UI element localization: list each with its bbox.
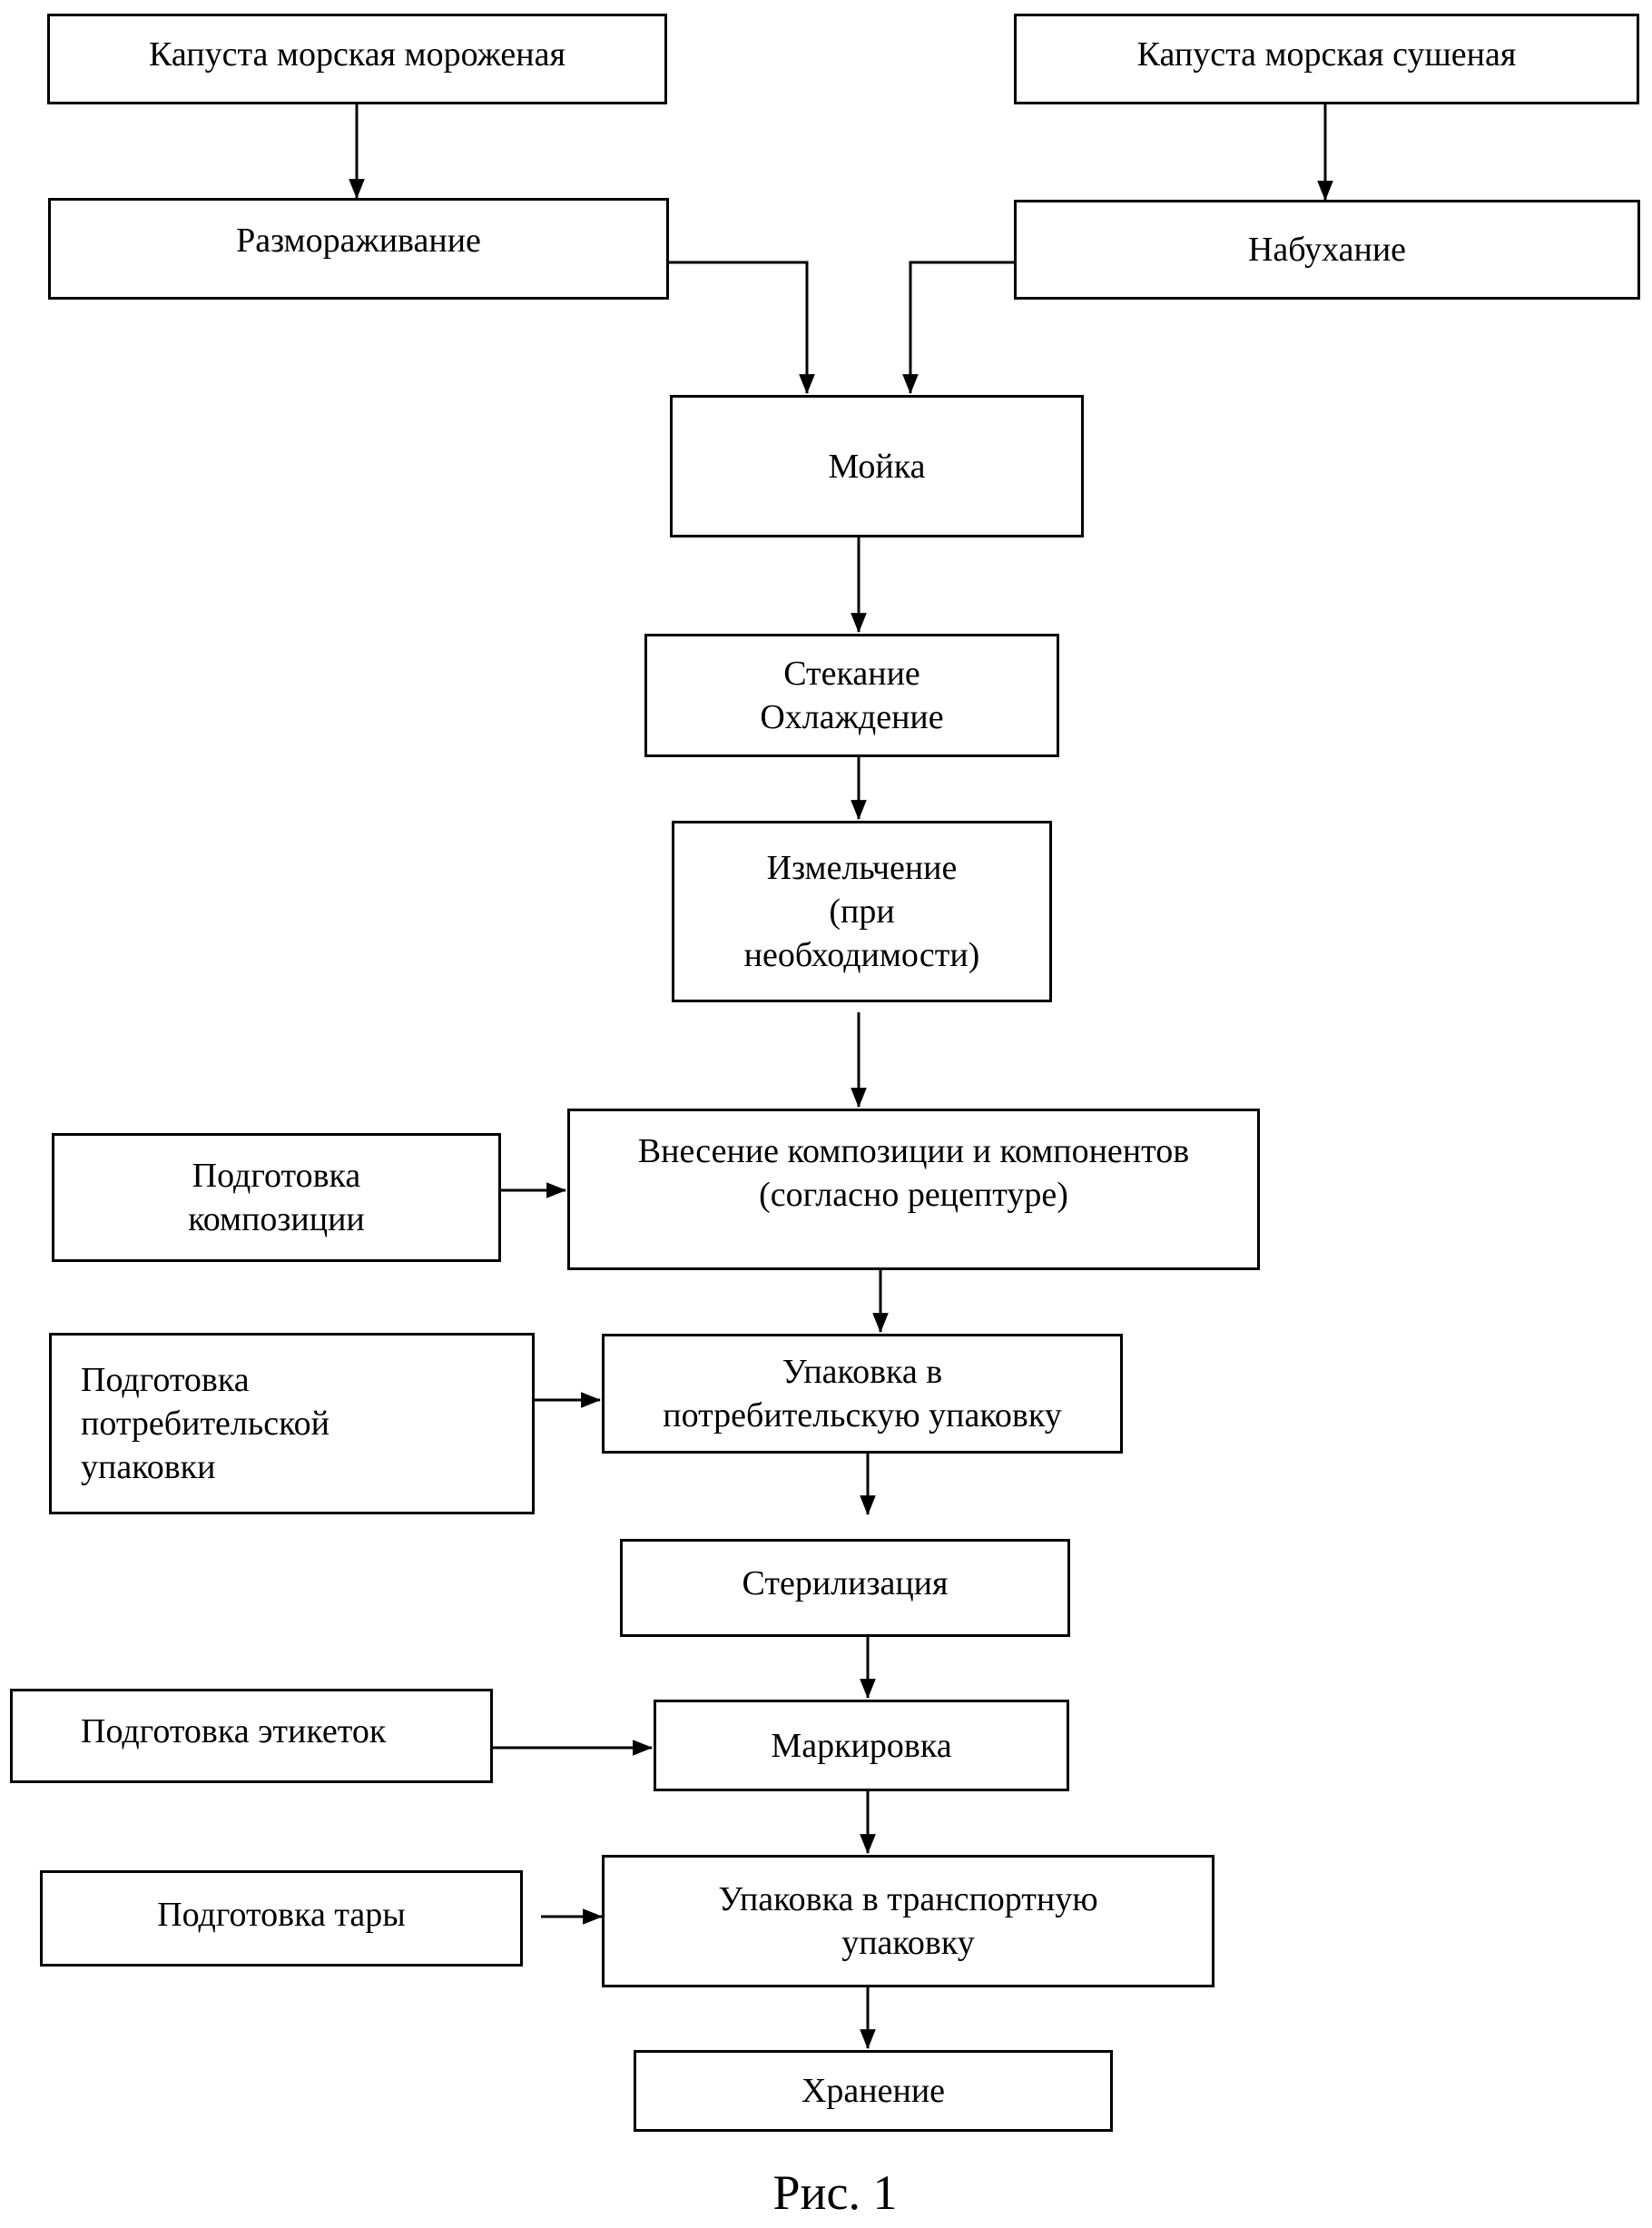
figure-caption: Рис. 1 <box>0 2165 1652 2220</box>
node-dried-kelp: Капуста морская сушеная <box>1014 14 1639 104</box>
node-storage: Хранение <box>634 2050 1113 2132</box>
node-sterilization: Стерилизация <box>620 1539 1070 1637</box>
node-transport-packing: Упаковка в транспортную упаковку <box>602 1855 1214 1987</box>
node-washing: Мойка <box>670 395 1084 537</box>
arrow-swelling-to-washing <box>910 262 1015 393</box>
arrow-thawing-to-washing <box>666 262 807 393</box>
node-adding-composition: Внесение композиции и компонентов (согла… <box>567 1109 1260 1270</box>
node-frozen-kelp: Капуста морская мороженая <box>47 14 667 104</box>
node-draining-cooling: Стекание Охлаждение <box>644 634 1059 757</box>
node-label-prep: Подготовка этикеток <box>10 1689 493 1783</box>
node-grinding: Измельчение (при необходимости) <box>672 821 1052 1002</box>
node-container-prep: Подготовка тары <box>40 1870 523 1967</box>
node-composition-prep: Подготовка композиции <box>52 1133 501 1262</box>
node-labeling: Маркировка <box>654 1700 1069 1791</box>
node-swelling: Набухание <box>1014 200 1640 300</box>
node-consumer-pack-prep: Подготовка потребительской упаковки <box>49 1333 535 1514</box>
node-consumer-packing: Упаковка в потребительскую упаковку <box>602 1334 1123 1454</box>
node-thawing: Размораживание <box>48 198 669 300</box>
